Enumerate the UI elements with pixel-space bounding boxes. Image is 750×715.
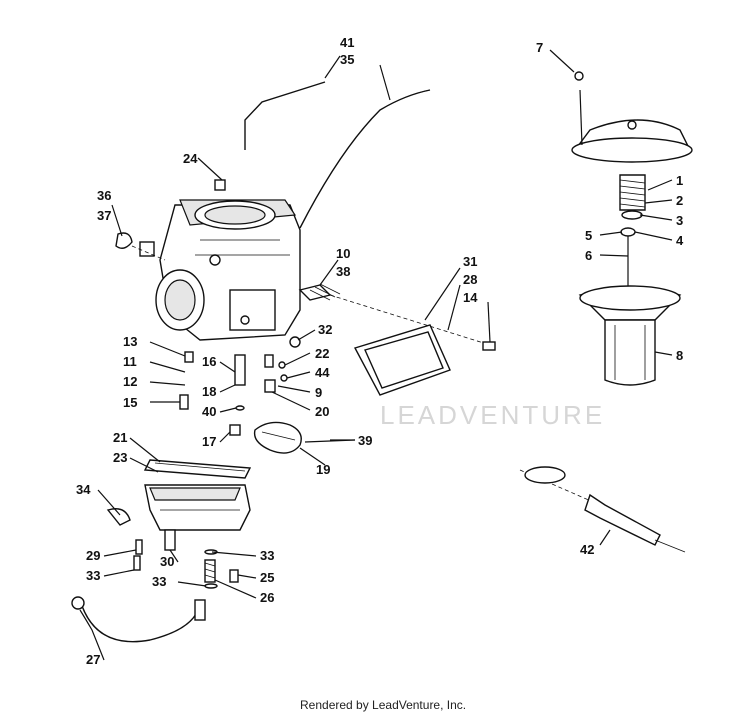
callout-9: 9	[315, 385, 322, 400]
callout-15: 15	[123, 395, 137, 410]
callout-31: 31	[463, 254, 477, 269]
callout-25: 25	[260, 570, 274, 585]
callout-33-lower: 33	[152, 574, 166, 589]
callout-5: 5	[585, 228, 592, 243]
callout-7: 7	[536, 40, 543, 55]
callout-26: 26	[260, 590, 274, 605]
callout-6: 6	[585, 248, 592, 263]
callout-11: 11	[123, 354, 137, 369]
top-cap-assembly	[571, 119, 693, 386]
callout-37: 36	[97, 188, 111, 203]
float-bowl	[144, 484, 251, 531]
callout-8: 8	[676, 348, 683, 363]
callout-10: 10	[336, 246, 350, 261]
callout-12: 12	[123, 374, 137, 389]
callout-2: 2	[676, 193, 683, 208]
carburetor-body	[155, 199, 301, 341]
callout-32: 32	[318, 322, 332, 337]
callout-18: 18	[202, 384, 216, 399]
callout-28: 28	[463, 272, 477, 287]
callout-20: 20	[315, 404, 329, 419]
callout-35: 34	[76, 482, 91, 497]
callout-40: 39	[358, 433, 372, 448]
callout-38: 37	[97, 208, 111, 223]
callout-30: 30	[160, 554, 174, 569]
callout-43: 42	[580, 542, 594, 557]
callout-24: 24	[183, 151, 198, 166]
callout-22: 22	[315, 346, 329, 361]
callout-39: 38	[336, 264, 350, 279]
callout-21: 21	[113, 430, 127, 445]
footer-credit: Rendered by LeadVenture, Inc.	[300, 698, 466, 712]
callout-14: 14	[463, 290, 478, 305]
callout-34: 33	[86, 568, 100, 583]
callout-29: 29	[86, 548, 100, 563]
callout-13: 13	[123, 334, 137, 349]
callout-16: 16	[202, 354, 216, 369]
callout-42: 41	[340, 35, 354, 50]
callout-4: 4	[676, 233, 684, 248]
callout-23: 23	[113, 450, 127, 465]
watermark-text: LEADVENTURE	[380, 400, 605, 430]
callout-41: 40	[202, 404, 216, 419]
callout-36: 35	[340, 52, 354, 67]
callout-19: 19	[316, 462, 330, 477]
callout-27: 27	[86, 652, 100, 667]
callout-44: 44	[315, 365, 330, 380]
callout-3: 3	[676, 213, 683, 228]
callout-33-upper: 33	[260, 548, 274, 563]
callout-1: 1	[676, 173, 683, 188]
callout-17: 17	[202, 434, 216, 449]
